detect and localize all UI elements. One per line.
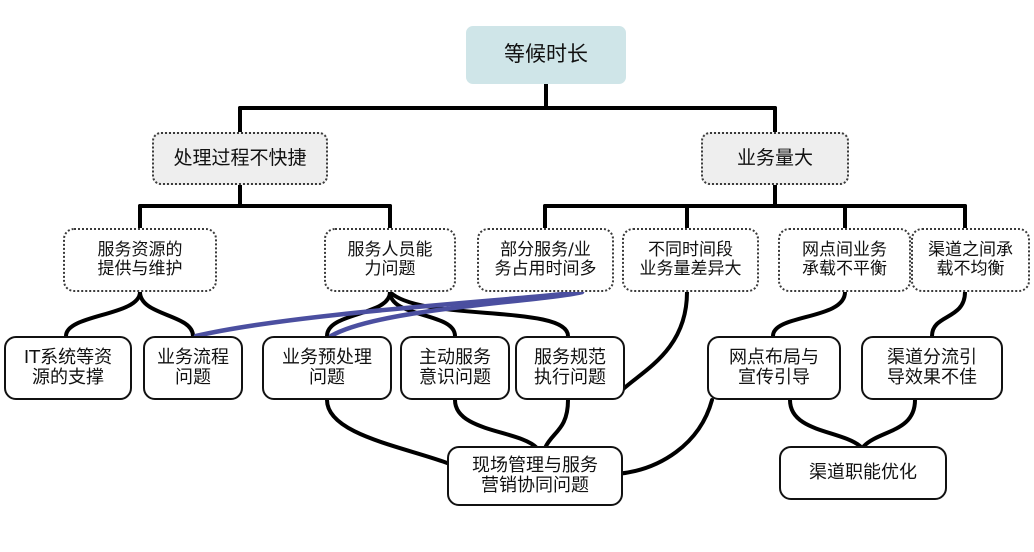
node-l3-service-resources[interactable]: 服务资源的 提供与维护	[63, 228, 217, 292]
node-l3-service-time-heavy[interactable]: 部分服务/业 务占用时间多	[477, 228, 614, 292]
edge-l3f-to-divert	[930, 290, 967, 338]
node-l2-handling-slow[interactable]: 处理过程不快捷	[152, 132, 328, 185]
edge-aware-to-onsite	[453, 398, 539, 450]
edge-blue-to-pre	[328, 289, 585, 339]
edge-pre-to-onsite	[325, 398, 469, 474]
node-l4-pre-processing[interactable]: 业务预处理 问题	[262, 336, 392, 400]
edge-l3b-to-aware	[388, 290, 457, 338]
edge-l3d-to-onsite	[618, 290, 689, 394]
edge-l3b-to-norm	[388, 290, 570, 338]
node-l5-channel-optimization[interactable]: 渠道职能优化	[779, 446, 947, 500]
node-l3-channel-imbalance[interactable]: 渠道之间承 载不均衡	[911, 228, 1030, 292]
node-l5-onsite-management[interactable]: 现场管理与服务 营销协同问题	[447, 446, 623, 506]
node-l3-time-variance[interactable]: 不同时间段 业务量差异大	[622, 228, 759, 292]
node-root[interactable]: 等候时长	[466, 26, 626, 84]
edge-l3a-to-it	[64, 290, 142, 338]
node-l4-standard-execution[interactable]: 服务规范 执行问题	[515, 336, 625, 400]
edge-layout-to-chanopt	[788, 398, 862, 448]
edge-norm-to-onsite	[543, 398, 570, 450]
node-l4-channel-diversion[interactable]: 渠道分流引 导效果不佳	[861, 336, 1003, 400]
node-l4-proactive-awareness[interactable]: 主动服务 意识问题	[400, 336, 510, 400]
node-l4-branch-layout[interactable]: 网点布局与 宣传引导	[707, 336, 841, 400]
node-l3-staff-capability[interactable]: 服务人员能 力问题	[324, 228, 456, 292]
edge-layout-to-onsite	[615, 398, 714, 476]
node-l4-process-issue[interactable]: 业务流程 问题	[143, 336, 243, 400]
node-l4-it-support[interactable]: IT系统等资 源的支撑	[4, 336, 132, 400]
edge-l3a-to-flow	[138, 290, 195, 338]
edge-l3e-to-layout	[771, 290, 847, 338]
edge-divert-to-chanopt	[862, 398, 917, 448]
node-l3-branch-imbalance[interactable]: 网点间业务 承载不平衡	[778, 228, 911, 292]
node-l2-high-volume[interactable]: 业务量大	[701, 132, 849, 185]
